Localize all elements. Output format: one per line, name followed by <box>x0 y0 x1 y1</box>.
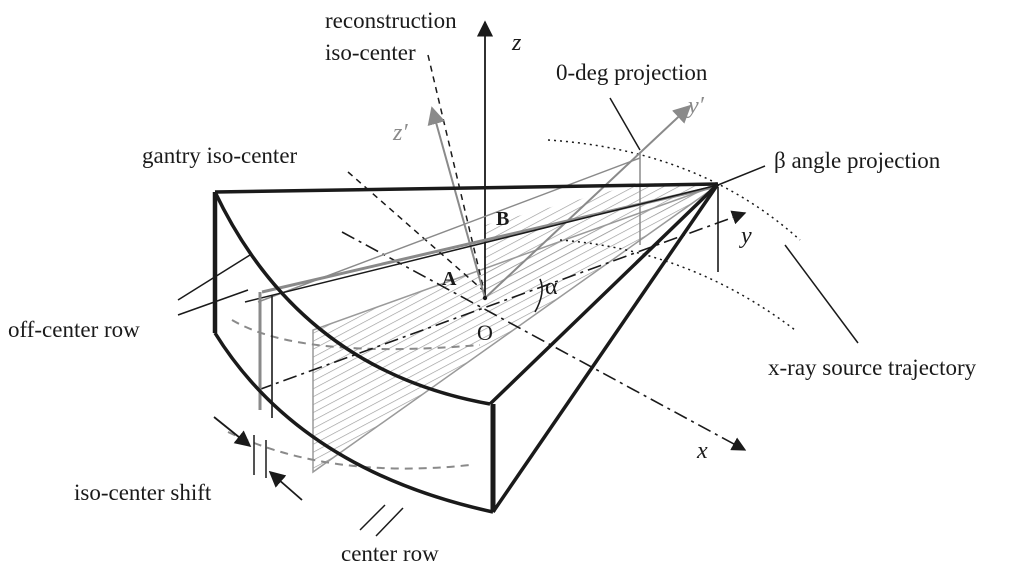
off-center-row-leader-2 <box>177 289 249 316</box>
y-prime-axis-line <box>484 104 692 299</box>
dashed-center-row-arc <box>231 319 481 351</box>
alpha-angle-arc <box>534 278 543 313</box>
z-axis-label: z <box>511 30 522 56</box>
origin-label: O <box>477 320 493 345</box>
gantry-iso-center-label: gantry iso-center <box>142 143 298 168</box>
z-prime-axis-label: z′ <box>392 120 408 146</box>
reconstruction-iso-center-leader <box>427 54 486 296</box>
point-a-label: A <box>442 268 457 290</box>
z-prime-axis-line <box>427 106 486 299</box>
beta-angle-projection-label: β angle projection <box>774 148 941 173</box>
trajectory-arc-inner <box>559 239 796 331</box>
y-axis-label: y <box>739 223 752 249</box>
shift-arrow-left <box>213 416 252 448</box>
x-axis-line <box>341 231 747 451</box>
y-axis-line <box>257 210 747 391</box>
off-center-row-label: off-center row <box>8 317 140 342</box>
zero-deg-projection-leader <box>609 97 641 151</box>
wedge-right-bottom-edge <box>491 183 720 513</box>
center-row-label: center row <box>341 541 439 561</box>
hatched-projection-upper <box>485 183 718 297</box>
black-ray <box>244 184 719 303</box>
y-prime-axis-label: y′ <box>686 93 705 119</box>
reconstruction-label: reconstruction <box>325 8 457 33</box>
wedge-bottom-arc <box>213 332 494 514</box>
trajectory-leader <box>784 244 859 344</box>
reconstruction-iso-center-label: iso-center <box>325 40 416 65</box>
x-axis-label: x <box>696 438 708 464</box>
wedge-top-arc <box>213 191 491 406</box>
zero-deg-projection-label: 0-deg projection <box>556 60 708 85</box>
xray-source-trajectory-label: x-ray source trajectory <box>768 355 977 380</box>
center-row-leader-1 <box>359 504 386 531</box>
gantry-iso-center-leader <box>347 171 486 293</box>
origin-dot <box>482 295 488 301</box>
gray-ray-lower <box>257 157 641 303</box>
alpha-label: α <box>545 274 558 300</box>
wedge-right-top-edge <box>488 182 720 406</box>
iso-center-shift-label: iso-center shift <box>74 480 212 505</box>
off-center-row-leader-1 <box>177 254 251 301</box>
center-row-leader-2 <box>375 507 404 537</box>
beta-angle-leader <box>717 165 766 186</box>
wedge-top-edge <box>214 182 719 194</box>
point-b-label: B <box>496 208 509 230</box>
shift-arrow-right <box>268 470 303 501</box>
